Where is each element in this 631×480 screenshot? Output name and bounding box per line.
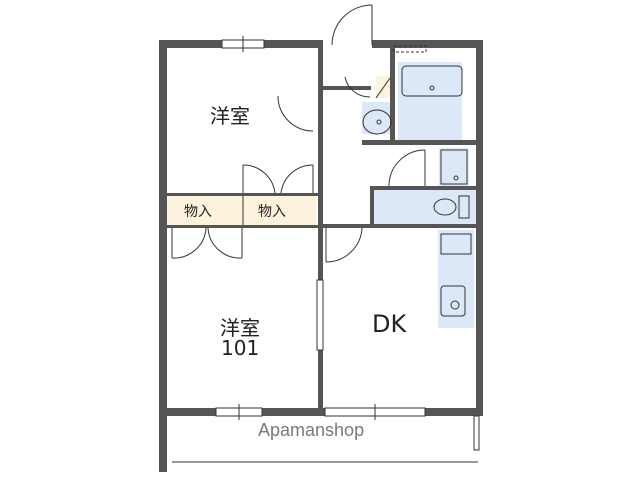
wall-north-right xyxy=(372,40,482,48)
wall-closet-north xyxy=(167,193,318,196)
wall-south xyxy=(159,408,483,416)
wall-toilet-west xyxy=(370,186,374,226)
wall-bath-west xyxy=(390,48,395,144)
bathtub xyxy=(401,65,463,97)
room-label-south: 洋室 xyxy=(220,316,260,340)
bathroom-area xyxy=(398,62,462,140)
room-label-dk: DK xyxy=(372,310,407,338)
closet-area xyxy=(167,195,316,226)
washer-area xyxy=(439,148,469,186)
washbasin xyxy=(362,109,392,135)
wall-west xyxy=(159,40,167,472)
sliding-door xyxy=(316,279,324,351)
wall-bath-south xyxy=(362,140,482,145)
sink xyxy=(440,285,466,317)
unit-number: 101 xyxy=(221,336,260,360)
washbasin-area xyxy=(362,102,390,134)
shelf xyxy=(393,45,427,53)
closet-label-right: 物入 xyxy=(258,204,286,220)
washer-pan xyxy=(440,149,468,185)
closet-label-left: 物入 xyxy=(184,204,212,220)
wall-toilet-south xyxy=(323,224,482,228)
wall-toilet-north xyxy=(370,186,482,190)
room-label-north: 洋室 xyxy=(210,104,250,128)
entry-door-swing xyxy=(331,4,373,46)
stove xyxy=(440,233,472,255)
wall-entry xyxy=(323,86,371,90)
wall-closet-south xyxy=(167,225,318,228)
kitchen-counter xyxy=(438,230,474,328)
room-door-swing xyxy=(277,95,314,132)
toilet-area xyxy=(374,190,478,226)
toilet xyxy=(433,198,457,216)
watermark: Apamanshop xyxy=(258,420,365,440)
wall-center xyxy=(318,40,323,410)
